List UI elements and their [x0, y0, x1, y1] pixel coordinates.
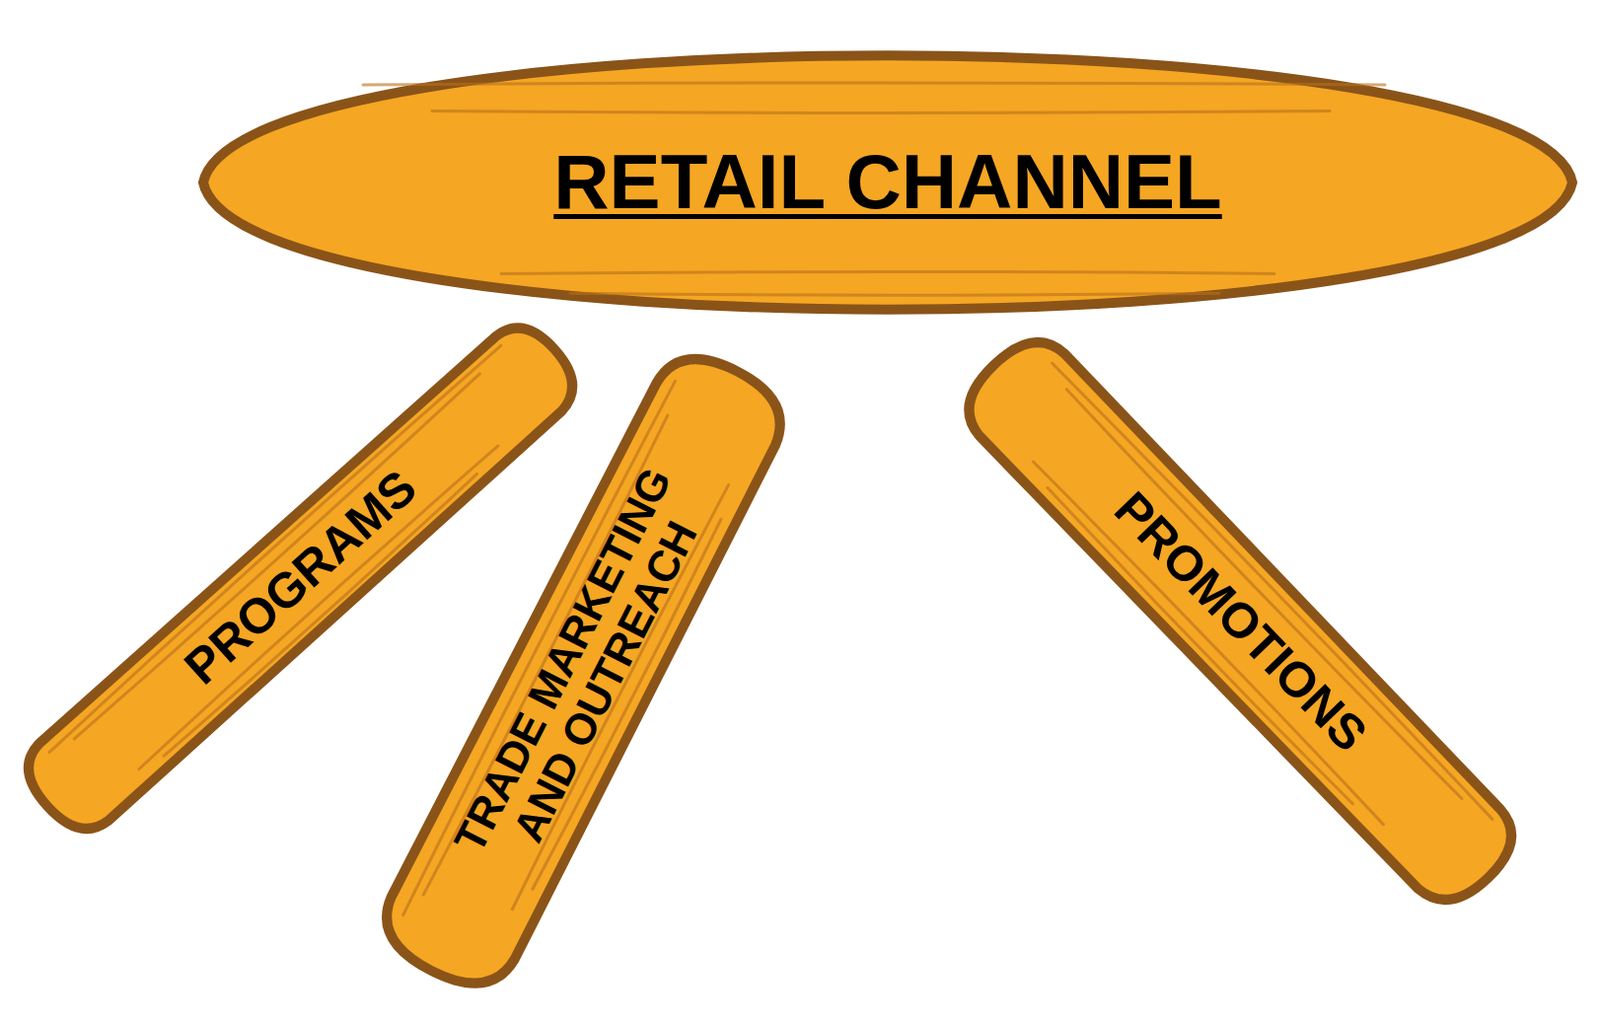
seat-label: RETAIL CHANNEL [553, 140, 1222, 225]
wood-grain [1046, 487, 1354, 805]
stool-leg: PROMOTIONS [945, 317, 1538, 925]
wood-grain [48, 343, 502, 752]
wood-grain [163, 473, 479, 757]
wood-fill [369, 339, 799, 1002]
wood-grain [501, 271, 1275, 274]
wood-grain [1052, 362, 1495, 819]
wood-grain [1065, 389, 1462, 800]
wood-grain [137, 443, 498, 769]
wood-grain [432, 110, 1330, 113]
wood-grain [73, 372, 481, 740]
wood-grain [1032, 460, 1384, 825]
wood-fill [950, 324, 1531, 920]
leg-label: PROGRAMS [174, 459, 428, 695]
seat-plank: RETAIL CHANNEL [197, 19, 1579, 346]
wood-fill [203, 55, 1573, 309]
leg-label: PROMOTIONS [1104, 481, 1379, 762]
wood-grain [363, 82, 1385, 85]
wood-grain [570, 292, 1220, 295]
